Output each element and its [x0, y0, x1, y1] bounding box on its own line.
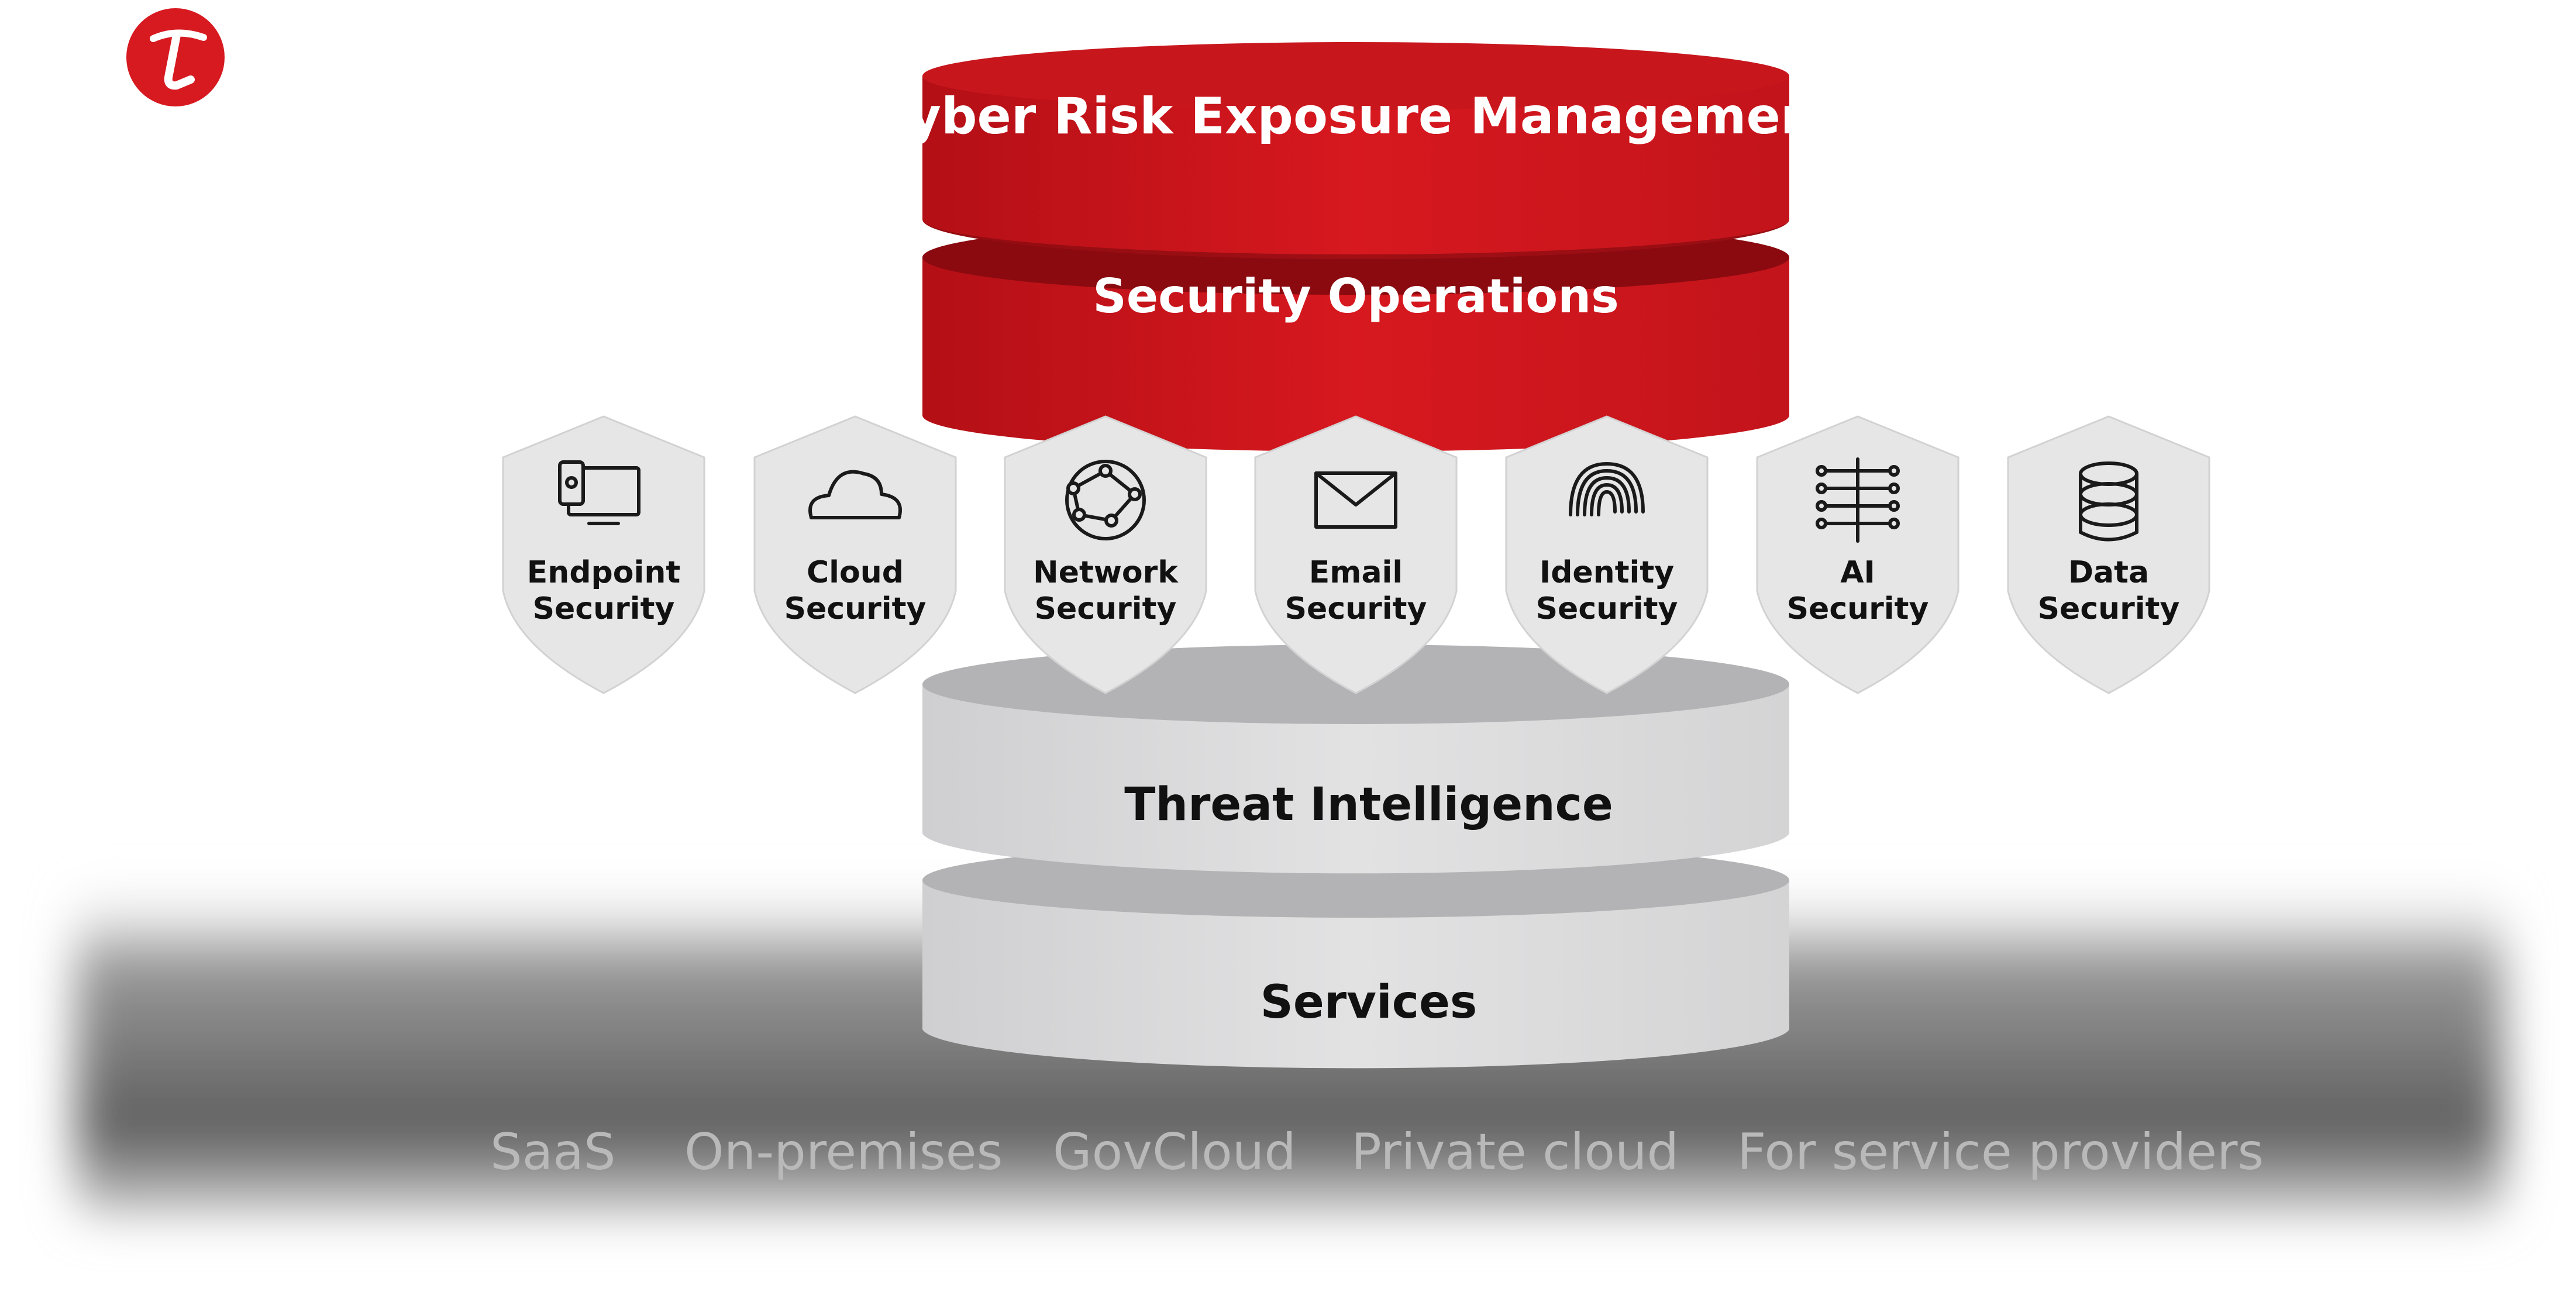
module-shields [502, 415, 2210, 694]
module-shield [1004, 415, 1207, 694]
module-shield [2007, 415, 2210, 694]
fingerprint-icon [1569, 462, 1645, 516]
cloud-icon [808, 470, 902, 519]
env-private-cloud: Private cloud [1351, 1123, 1679, 1181]
module-shield [1756, 415, 1959, 694]
module-shield [1254, 415, 1458, 694]
module-label-line1: Network [1033, 555, 1178, 590]
brand-logo [126, 8, 225, 106]
deployment-options: SaaS On-premises GovCloud Private cloud … [0, 1123, 2576, 1187]
module-shield [753, 415, 957, 694]
module-shield [502, 415, 705, 694]
services-caption: Services [1261, 976, 1478, 1029]
services-layer [922, 843, 1789, 1069]
module-label-line2: Security [784, 591, 927, 626]
env-saas: SaaS [490, 1123, 616, 1181]
envelope-icon [1314, 471, 1397, 529]
module-label-line2: Security [1284, 591, 1427, 626]
cyber-risk-layer [922, 42, 1789, 259]
globe-network-icon [1065, 460, 1146, 540]
module-label-line1: Email [1308, 555, 1403, 590]
module-label-line1: Endpoint [526, 555, 681, 590]
threat-intelligence-caption: Threat Intelligence [1124, 778, 1613, 831]
env-on-premises: On-premises [684, 1123, 1003, 1181]
module-shield [1505, 415, 1709, 694]
module-label-line2: Security [1034, 591, 1177, 626]
module-label-line2: Security [532, 591, 675, 626]
env-service-providers: For service providers [1737, 1123, 2264, 1181]
module-label-line1: Cloud [807, 555, 904, 590]
circuit-chip-icon [1816, 457, 1900, 543]
module-label-line2: Security [2037, 591, 2180, 626]
module-label-line1: Data [2068, 555, 2150, 590]
database-icon [2079, 461, 2138, 542]
module-label-line1: Identity [1539, 555, 1675, 590]
cyber-risk-caption: Cyber Risk Exposure Management [872, 87, 1840, 146]
security-operations-caption: Security Operations [1093, 269, 1619, 323]
env-govcloud: GovCloud [1053, 1123, 1296, 1181]
endpoint-device-icon [558, 460, 640, 525]
module-label-line1: AI [1840, 555, 1875, 590]
module-label-line2: Security [1786, 591, 1929, 626]
module-label-line2: Security [1535, 591, 1678, 626]
